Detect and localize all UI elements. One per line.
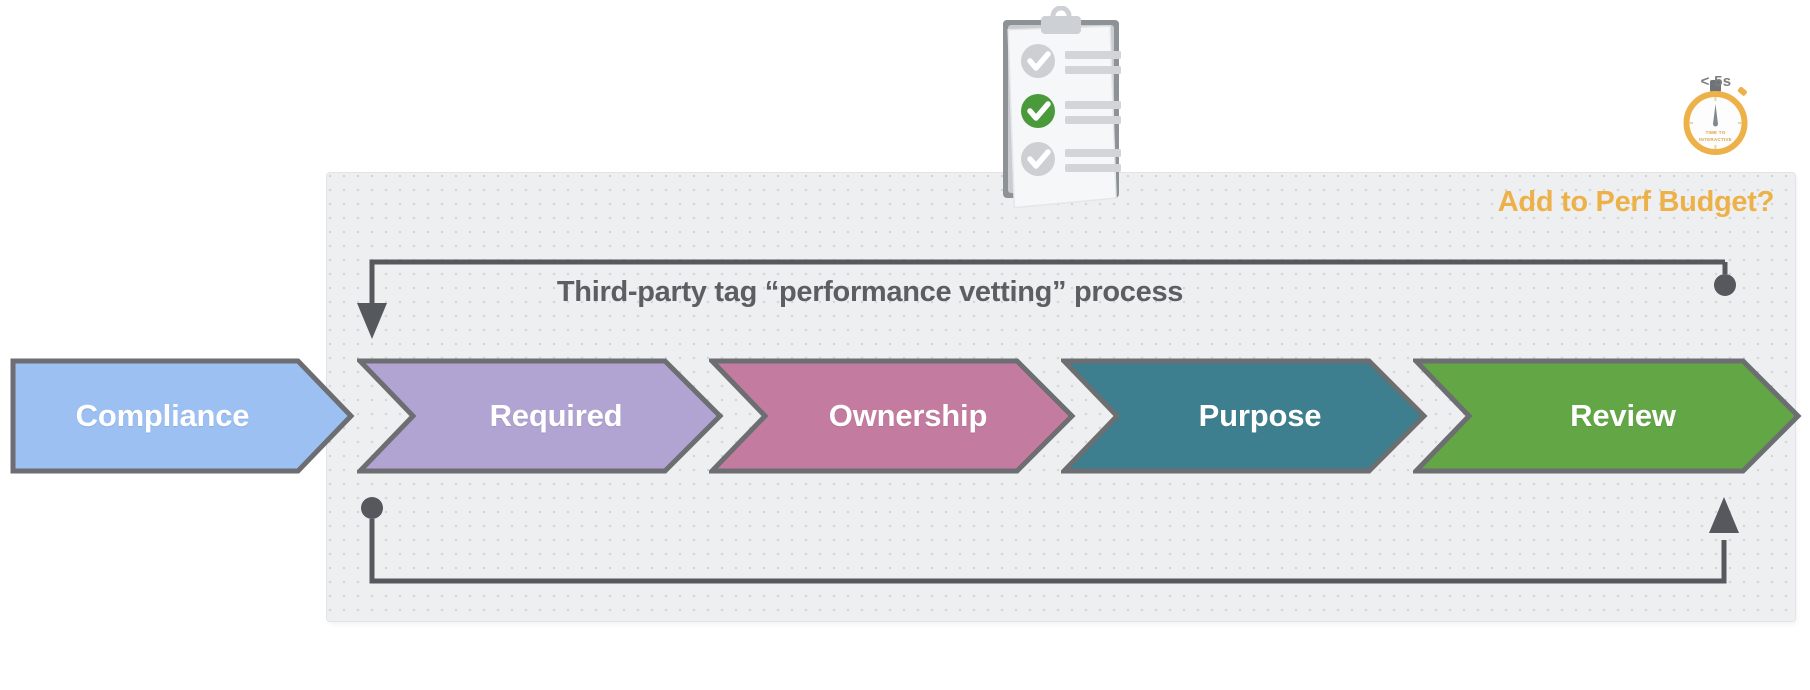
stopwatch-caption: < 5s [1700,73,1732,90]
checklist-row-1 [1021,44,1121,78]
stage-shape-ownership [709,358,1076,474]
stage-label-required: Required [489,398,623,433]
checklist-row-3 [1021,142,1121,176]
checklist-row-2 [1021,94,1121,128]
stage-label-ownership: Ownership [828,398,988,433]
stage-ownership[interactable]: Ownership [709,357,1077,475]
stage-shape-required [357,358,724,474]
add-to-perf-budget-label: Add to Perf Budget? [1497,186,1775,218]
stage-label-purpose: Purpose [1198,398,1322,433]
process-flow: Compliance Required Ownership Purpose Re… [0,357,1810,475]
stage-label-review: Review [1570,398,1676,433]
stage-shape-review [1413,358,1802,474]
stage-purpose[interactable]: Purpose [1061,357,1429,475]
stage-shape-purpose [1061,358,1428,474]
stopwatch-icon: TIME TO INTERACTIVE [1683,80,1748,155]
stopwatch-face-line1: TIME TO [1706,130,1726,135]
stopwatch-face-line2: INTERACTIVE [1699,137,1732,142]
stage-shape-compliance [10,358,355,474]
page-title: Third-party tag “performance vetting” pr… [556,276,1184,308]
stage-compliance[interactable]: Compliance [10,357,355,475]
stage-review[interactable]: Review [1413,357,1803,475]
stage-label-compliance: Compliance [75,398,250,433]
stage-required[interactable]: Required [357,357,725,475]
checklist-clipboard-icon [1003,6,1121,209]
